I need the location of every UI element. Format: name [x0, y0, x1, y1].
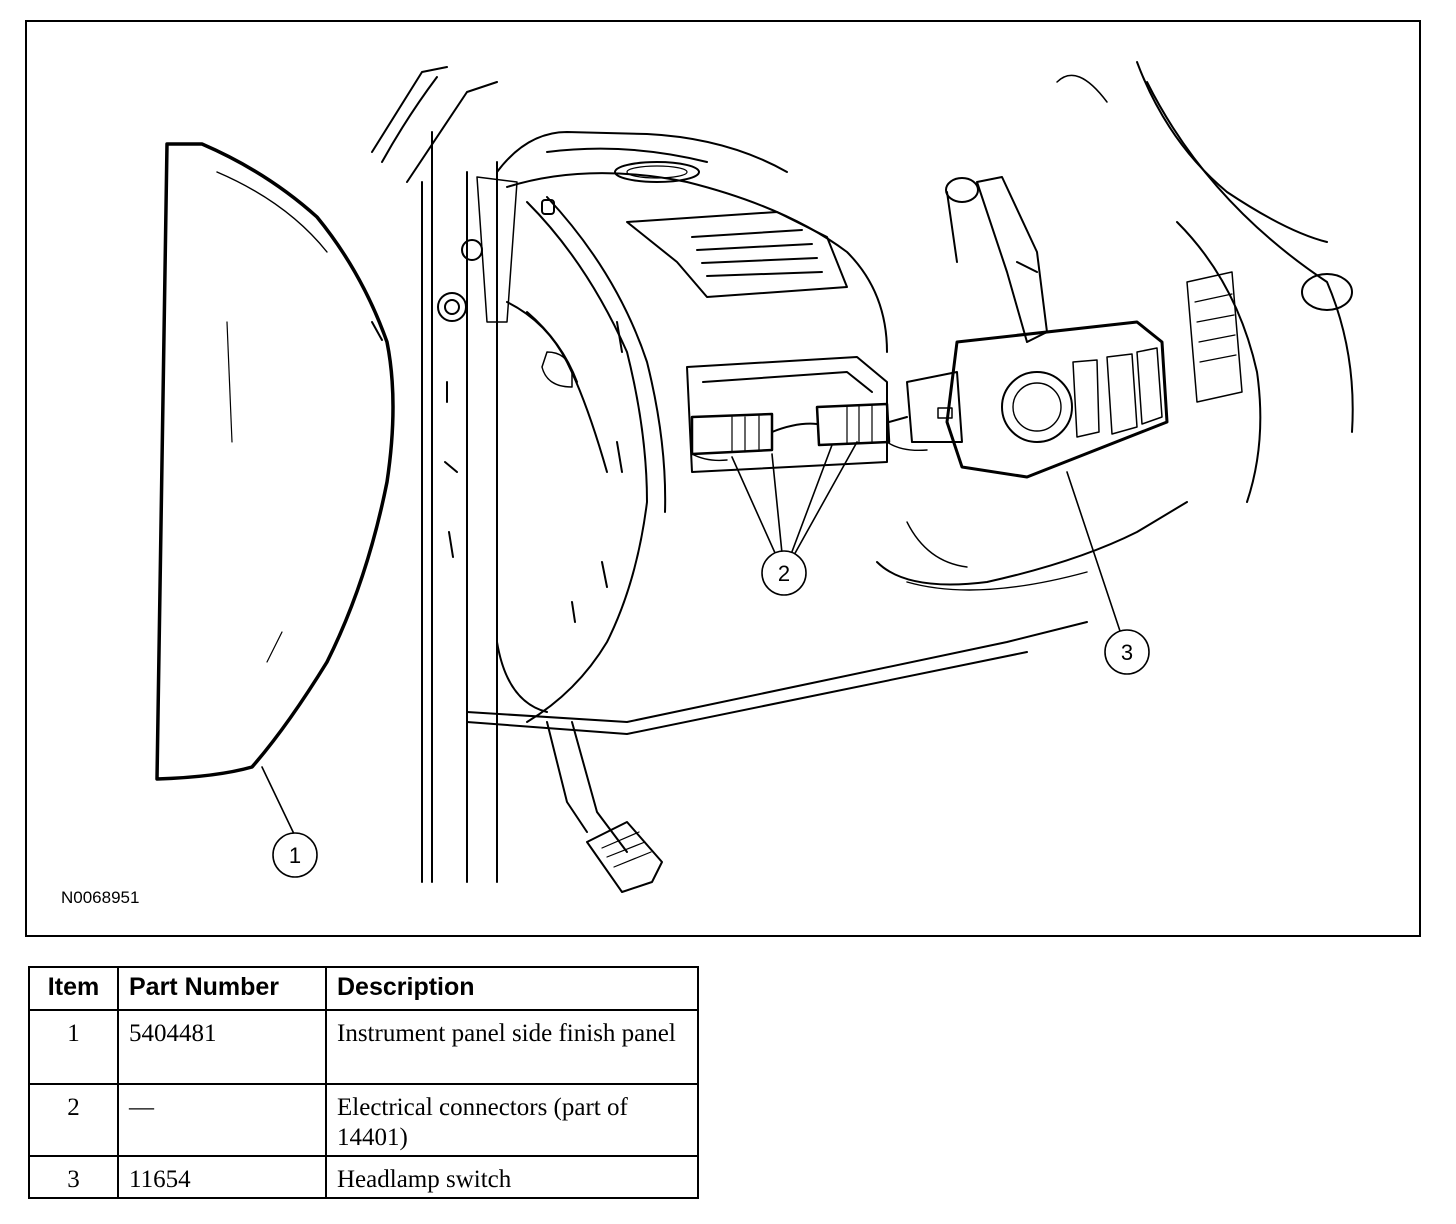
row-description: Electrical connectors (part of 14401) [325, 1083, 699, 1157]
callout-1-label: 1 [289, 843, 301, 868]
table-header-row: Item Part Number Description [28, 966, 699, 1011]
callout-3: 3 [1104, 629, 1150, 675]
instrument-panel [437, 131, 1088, 735]
parts-table: Item Part Number Description 1 5404481 I… [28, 966, 699, 1199]
electrical-connectors [690, 402, 928, 462]
row-description: Instrument panel side finish panel [325, 1009, 699, 1085]
row-item: 1 [28, 1009, 119, 1085]
callout-3-label: 3 [1121, 640, 1133, 665]
row-item: 2 [28, 1083, 119, 1157]
a-pillar [371, 66, 498, 883]
header-item: Item [28, 966, 119, 1011]
instrument-panel-illustration: 1 2 3 [155, 61, 1354, 893]
leader-lines [261, 441, 1123, 837]
row-item: 3 [28, 1155, 119, 1199]
callout-2-label: 2 [778, 561, 790, 586]
callout-1: 1 [272, 832, 318, 878]
header-description: Description [325, 966, 699, 1011]
table-row: 3 11654 Headlamp switch [28, 1155, 699, 1199]
callout-2: 2 [761, 550, 807, 596]
row-part-number: — [117, 1083, 327, 1157]
header-part-number: Part Number [117, 966, 327, 1011]
row-description: Headlamp switch [325, 1155, 699, 1199]
pedal [546, 721, 663, 893]
steering-column [876, 61, 1354, 591]
row-part-number: 11654 [117, 1155, 327, 1199]
table-row: 1 5404481 Instrument panel side finish p… [28, 1009, 699, 1085]
row-part-number: 5404481 [117, 1009, 327, 1085]
table-row: 2 — Electrical connectors (part of 14401… [28, 1083, 699, 1157]
headlamp-switch [906, 320, 1169, 479]
figure-frame: 1 2 3 N0068951 [25, 20, 1421, 937]
side-finish-panel [155, 142, 395, 781]
figure-id: N0068951 [61, 888, 140, 907]
